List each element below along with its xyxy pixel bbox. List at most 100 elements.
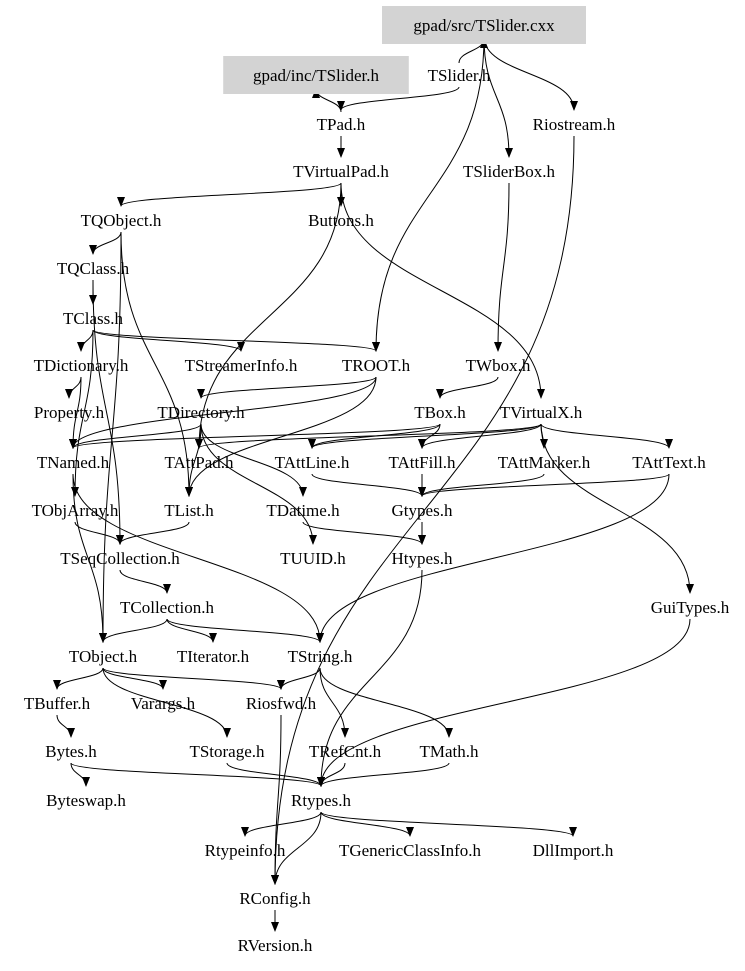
- node-label: Varargs.h: [131, 694, 196, 713]
- edge-tobjarray-h-to-tseqcollection-h: [74, 521, 124, 545]
- node-dllimport-h[interactable]: DllImport.h: [533, 841, 614, 860]
- node-varargs-h[interactable]: Varargs.h: [131, 694, 196, 713]
- node-tseqcollection-h[interactable]: TSeqCollection.h: [60, 549, 180, 568]
- node-tattline-h[interactable]: TAttLine.h: [275, 453, 350, 472]
- node-label: TClass.h: [63, 309, 123, 328]
- edge-tvirtualpad-h-to-tqobject-h: [117, 182, 342, 207]
- node-tqclass-h[interactable]: TQClass.h: [57, 259, 130, 278]
- node-label: Buttons.h: [308, 211, 374, 230]
- node-tqobject-h[interactable]: TQObject.h: [81, 211, 162, 230]
- node-label: Riosfwd.h: [246, 694, 317, 713]
- node-tslider-cxx[interactable]: gpad/src/TSlider.cxx: [382, 6, 586, 44]
- edge-twbox-h-to-tbox-h: [436, 376, 499, 399]
- node-tvirtualx-h[interactable]: TVirtualX.h: [500, 403, 583, 422]
- edge-tdirectory-h-to-tnamed-h: [69, 423, 202, 449]
- node-tcollection-h[interactable]: TCollection.h: [120, 598, 214, 617]
- node-label: GuiTypes.h: [651, 598, 730, 617]
- node-buttons-h[interactable]: Buttons.h: [308, 211, 374, 230]
- node-label: TBox.h: [414, 403, 466, 422]
- node-rconfig-h[interactable]: RConfig.h: [239, 889, 311, 908]
- node-label: TList.h: [164, 501, 214, 520]
- node-label: TROOT.h: [342, 356, 411, 375]
- node-tgenericclassinfo-h[interactable]: TGenericClassInfo.h: [339, 841, 482, 860]
- edge-troot-h-to-tdirectory-h: [197, 376, 377, 399]
- edge-tdictionary-h-to-property-h: [65, 376, 82, 399]
- node-tattpad-h[interactable]: TAttPad.h: [165, 453, 234, 472]
- edge-tstring-h-to-trefcnt-h: [319, 667, 349, 738]
- node-tobjarray-h[interactable]: TObjArray.h: [32, 501, 119, 520]
- node-twbox-h[interactable]: TWbox.h: [466, 356, 531, 375]
- edge-tobject-h-to-tbuffer-h: [53, 667, 104, 690]
- node-tdirectory-h[interactable]: TDirectory.h: [157, 403, 245, 422]
- node-tvirtualpad-h[interactable]: TVirtualPad.h: [293, 162, 389, 181]
- node-label: TAttLine.h: [275, 453, 350, 472]
- node-riosfwd-h[interactable]: Riosfwd.h: [246, 694, 317, 713]
- node-tatttext-h[interactable]: TAttText.h: [632, 453, 706, 472]
- node-tdatime-h[interactable]: TDatime.h: [266, 501, 340, 520]
- edge-tslider-h-to-tpad-h: [337, 86, 460, 111]
- node-tmath-h[interactable]: TMath.h: [419, 742, 479, 761]
- node-tpad-h[interactable]: TPad.h: [317, 115, 366, 134]
- node-bytes-h[interactable]: Bytes.h: [45, 742, 97, 761]
- node-riostream-h[interactable]: Riostream.h: [533, 115, 616, 134]
- node-label: TPad.h: [317, 115, 366, 134]
- edge-tobject-h-to-tstorage-h: [102, 667, 231, 738]
- node-troot-h[interactable]: TROOT.h: [342, 356, 411, 375]
- edge-tclass-h-to-tstreamerinfo-h: [92, 329, 245, 352]
- edge-tdatime-h-to-htypes-h: [302, 521, 426, 545]
- edge-troot-h-to-tnamed-h: [69, 376, 377, 449]
- edge-tattline-h-to-gtypes-h: [311, 473, 426, 497]
- node-label: TDirectory.h: [157, 403, 245, 422]
- node-rtypes-h[interactable]: Rtypes.h: [291, 791, 351, 810]
- node-label: TStreamerInfo.h: [185, 356, 298, 375]
- node-label: TQObject.h: [81, 211, 162, 230]
- node-titerator-h[interactable]: TIterator.h: [177, 647, 250, 666]
- edge-tvirtualpad-h-to-tvirtualx-h: [340, 182, 545, 399]
- node-trefcnt-h[interactable]: TRefCnt.h: [309, 742, 382, 761]
- edge-tslider-cxx-to-riostream-h: [483, 36, 578, 111]
- node-tstreamerinfo-h[interactable]: TStreamerInfo.h: [185, 356, 298, 375]
- edge-tattmarker-h-to-gtypes-h: [418, 473, 545, 497]
- node-tsliderbox-h[interactable]: TSliderBox.h: [463, 162, 556, 181]
- node-tlist-h[interactable]: TList.h: [164, 501, 214, 520]
- node-tstorage-h[interactable]: TStorage.h: [189, 742, 265, 761]
- node-tobject-h[interactable]: TObject.h: [69, 647, 138, 666]
- node-property-h[interactable]: Property.h: [34, 403, 105, 422]
- node-tbox-h[interactable]: TBox.h: [414, 403, 466, 422]
- node-tslider-h[interactable]: TSlider.h: [428, 66, 491, 85]
- edge-tcollection-h-to-tstring-h: [166, 618, 324, 643]
- node-byteswap-h[interactable]: Byteswap.h: [46, 791, 126, 810]
- node-tbuffer-h[interactable]: TBuffer.h: [24, 694, 91, 713]
- node-label: TAttMarker.h: [498, 453, 591, 472]
- node-rversion-h[interactable]: RVersion.h: [238, 936, 313, 955]
- node-label: gpad/src/TSlider.cxx: [413, 16, 555, 35]
- node-label: TCollection.h: [120, 598, 214, 617]
- edge-tqobject-h-to-tqclass-h: [89, 231, 122, 255]
- edge-tqobject-h-to-tlist-h: [120, 231, 193, 497]
- node-htypes-h[interactable]: Htypes.h: [392, 549, 453, 568]
- node-tattfill-h[interactable]: TAttFill.h: [388, 453, 456, 472]
- node-tuuid-h[interactable]: TUUID.h: [280, 549, 346, 568]
- node-tstring-h[interactable]: TString.h: [288, 647, 353, 666]
- node-label: TSeqCollection.h: [60, 549, 180, 568]
- node-guitypes-h[interactable]: GuiTypes.h: [651, 598, 730, 617]
- edge-tseqcollection-h-to-tcollection-h: [119, 569, 171, 594]
- node-tclass-h[interactable]: TClass.h: [63, 309, 123, 328]
- edge-tstring-h-to-tmath-h: [319, 667, 453, 738]
- node-tdictionary-h[interactable]: TDictionary.h: [34, 356, 129, 375]
- node-tattmarker-h[interactable]: TAttMarker.h: [498, 453, 591, 472]
- node-label: TBuffer.h: [24, 694, 91, 713]
- node-rtypeinfo-h[interactable]: Rtypeinfo.h: [205, 841, 286, 860]
- node-label: TObject.h: [69, 647, 138, 666]
- edge-tclass-h-to-troot-h: [92, 329, 380, 352]
- node-label: TAttPad.h: [165, 453, 234, 472]
- node-label: TVirtualX.h: [500, 403, 583, 422]
- node-tnamed-h[interactable]: TNamed.h: [37, 453, 110, 472]
- node-inc-tslider-h[interactable]: gpad/inc/TSlider.h: [223, 56, 409, 94]
- node-label: TAttText.h: [632, 453, 706, 472]
- edge-tslider-cxx-to-troot-h: [372, 36, 485, 352]
- edge-tobject-h-to-varargs-h: [102, 667, 167, 690]
- node-gtypes-h[interactable]: Gtypes.h: [392, 501, 453, 520]
